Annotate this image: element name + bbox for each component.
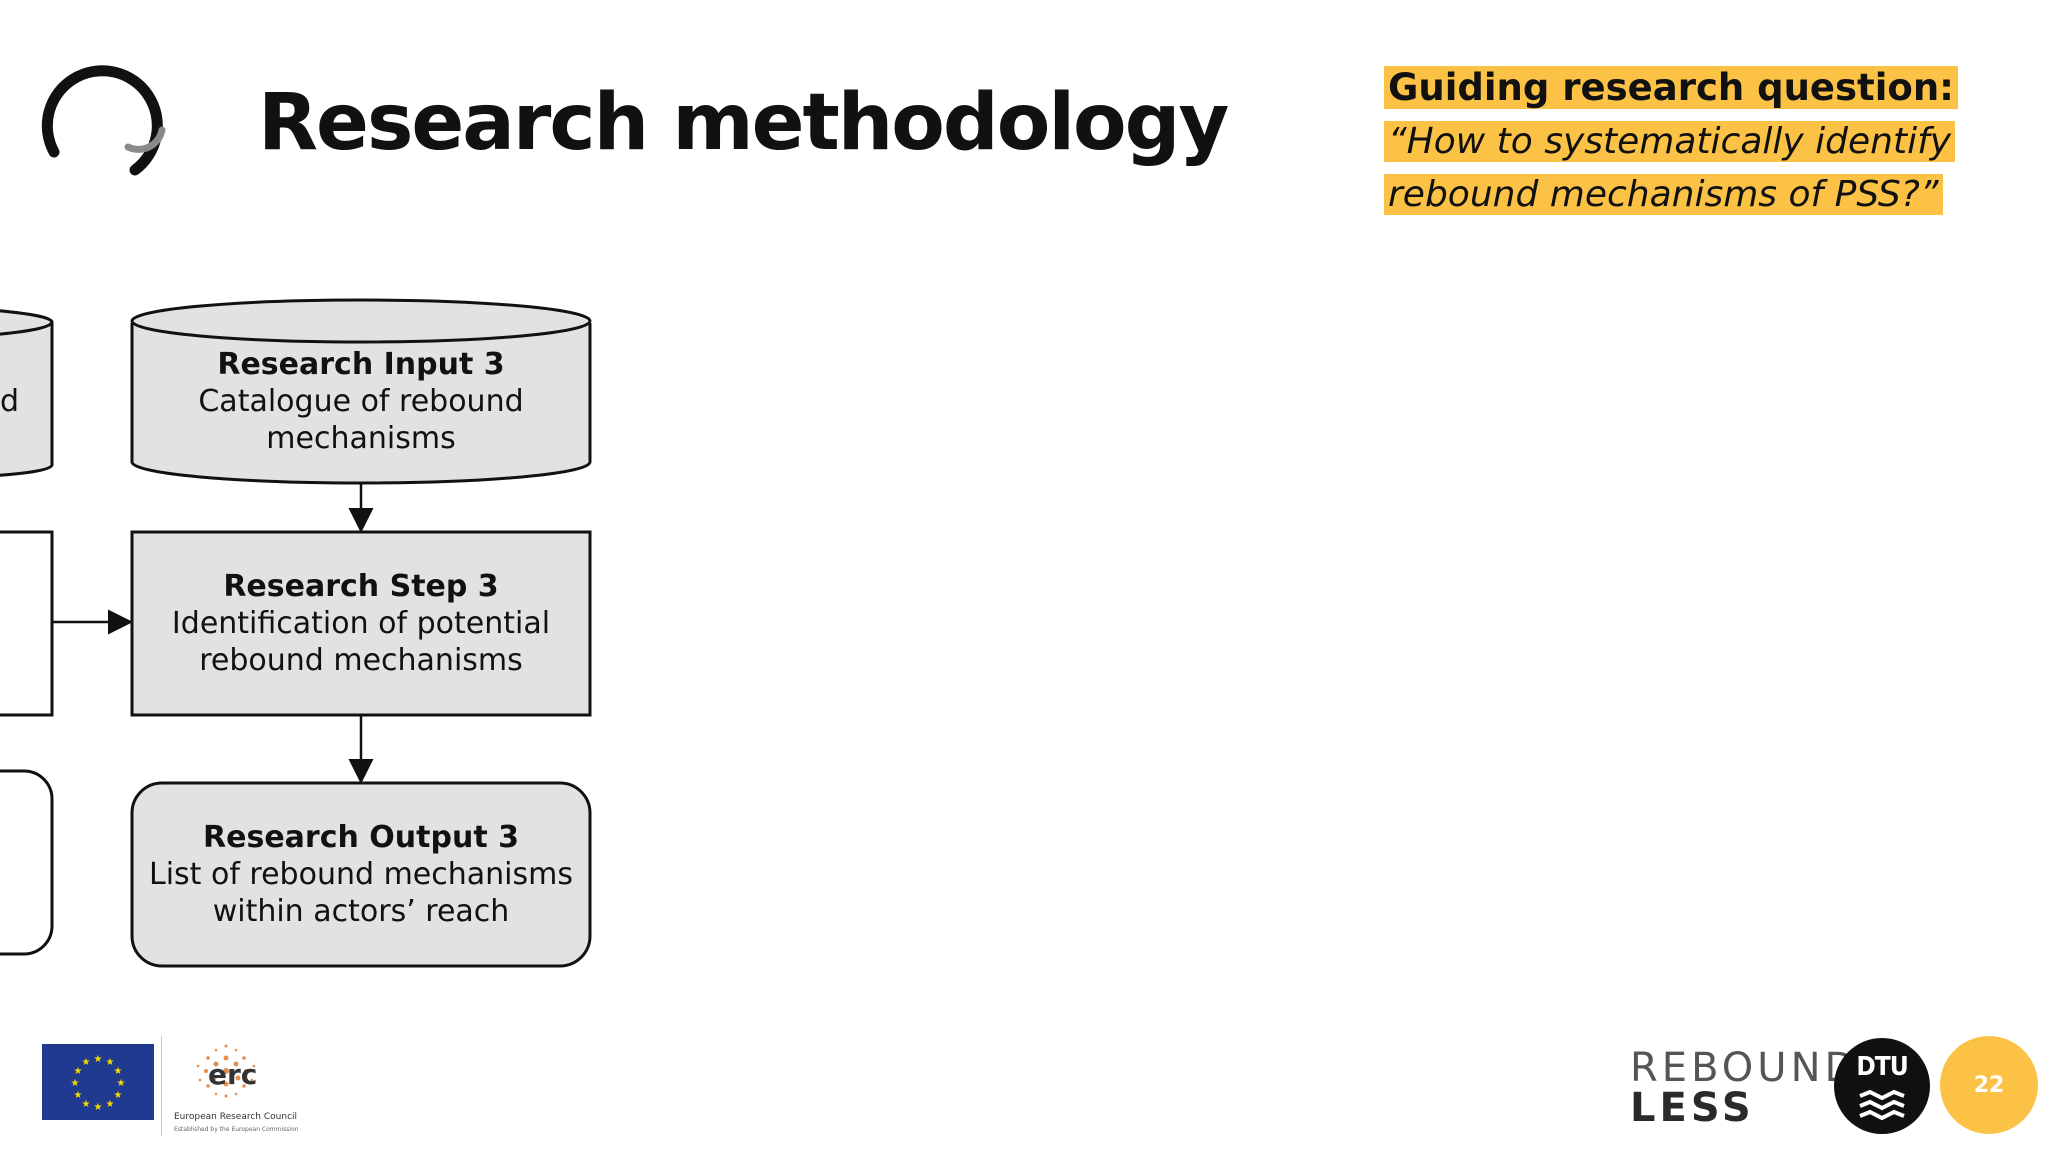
input-line-1: Catalogue of rebound [198, 384, 524, 419]
step-node-text: Research Step 3 Identification of potent… [132, 568, 590, 679]
rebound-text: REBOUND [1630, 1045, 1860, 1091]
step-heading: Research Step 3 [223, 569, 499, 604]
svg-text:★: ★ [71, 1078, 80, 1089]
partial-output-box-left [0, 769, 54, 956]
output-line-2: within actors’ reach [212, 894, 510, 929]
output-node-text: Research Output 3 List of rebound mechan… [132, 819, 590, 930]
eu-flag-icon: ★ ★ ★ ★ ★ ★ ★ ★ ★ ★ ★ ★ [42, 1044, 154, 1120]
output-line-1: List of rebound mechanisms [149, 857, 573, 892]
step-line-1: Identification of potential [171, 606, 551, 641]
output-heading: Research Output 3 [203, 820, 519, 855]
erc-subtitle: Established by the European Commission [174, 1126, 299, 1133]
input-heading: Research Input 3 [217, 347, 505, 382]
dtu-logo: DTU [1834, 1038, 1930, 1134]
erc-name: European Research Council [174, 1112, 298, 1122]
page-number-badge: 22 [1940, 1036, 2038, 1134]
svg-text:★: ★ [114, 1066, 123, 1077]
question-line-1: “How to systematically identify [1384, 121, 1956, 162]
research-input-cylinder [130, 298, 592, 485]
svg-text:★: ★ [106, 1099, 115, 1110]
svg-text:★: ★ [82, 1057, 91, 1068]
guiding-question: Guiding research question: “How to syste… [1384, 64, 1958, 224]
svg-text:★: ★ [74, 1090, 83, 1101]
less-text: LESS [1630, 1085, 1755, 1131]
svg-text:★: ★ [74, 1066, 83, 1077]
erc-dots-icon [196, 1044, 256, 1098]
dtu-waves-icon [1859, 1090, 1905, 1121]
partial-step-box-left [0, 530, 54, 717]
input-node-text: Research Input 3 Catalogue of rebound me… [132, 346, 590, 457]
svg-text:★: ★ [82, 1099, 91, 1110]
erc-logo: erc European Research Council Establishe… [160, 1036, 299, 1136]
research-output-box [130, 781, 592, 968]
footer-divider [161, 1036, 162, 1136]
question-line-2: rebound mechanisms of PSS?” [1384, 174, 1943, 215]
svg-text:★: ★ [94, 1054, 103, 1065]
svg-text:★: ★ [114, 1090, 123, 1101]
reboundless-logo: REBOUND LESS [1630, 1048, 1859, 1128]
svg-text:★: ★ [117, 1078, 126, 1089]
partial-text: d [0, 384, 20, 419]
svg-text:★: ★ [106, 1057, 115, 1068]
research-logo-icon [41, 65, 166, 176]
svg-text:★: ★ [94, 1102, 103, 1113]
page-title: Research methodology [258, 78, 1229, 168]
erc-mark-text: erc [208, 1058, 258, 1091]
partial-cylinder-left [0, 309, 54, 477]
step-line-2: rebound mechanisms [199, 643, 523, 678]
question-heading: Guiding research question: [1384, 66, 1958, 109]
dtu-text: DTU [1856, 1052, 1908, 1082]
input-line-2: mechanisms [266, 421, 456, 456]
